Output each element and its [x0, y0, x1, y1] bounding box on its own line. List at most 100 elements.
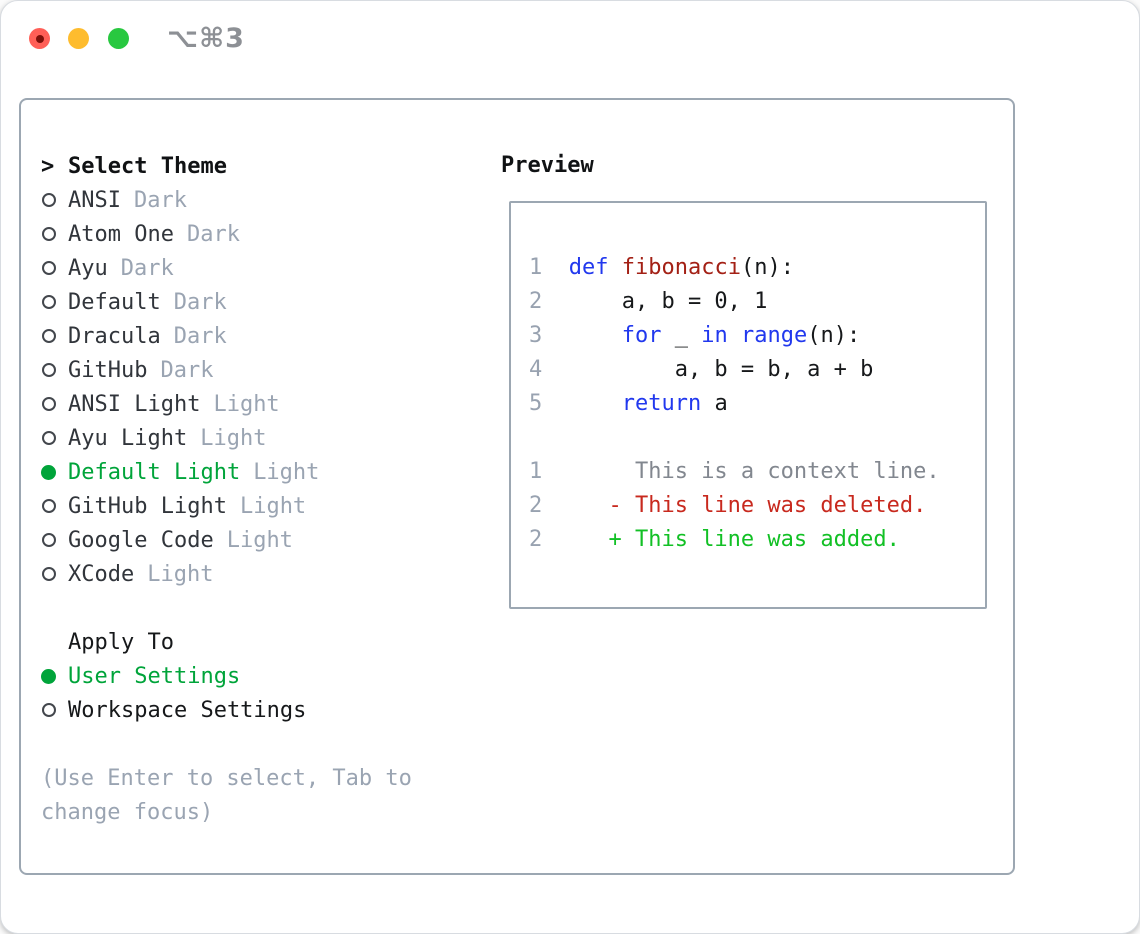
radio-marker: [41, 193, 68, 207]
preview-title: Preview: [501, 153, 594, 178]
help-text: (Use Enter to select, Tab to: [41, 765, 412, 791]
code-segment-kw: def: [568, 255, 609, 280]
code-line: 2 a, b = 0, 1: [529, 285, 985, 319]
code-segment-kw: range: [740, 323, 808, 348]
theme-name: Atom One: [68, 221, 174, 247]
help-text-line: (Use Enter to select, Tab to: [41, 761, 481, 795]
apply-option-label: User Settings: [68, 663, 241, 689]
theme-name: Default Light: [68, 459, 241, 485]
apply-option-label: Workspace Settings: [68, 697, 307, 723]
radio-marker: [41, 227, 68, 241]
code-segment-kw: for: [621, 323, 662, 348]
code-segment-kw: in: [701, 323, 728, 348]
apply-option-user-settings[interactable]: User Settings: [41, 659, 481, 693]
code-segment-plain: [542, 255, 569, 280]
code-segment-plain: a: [701, 391, 728, 416]
theme-option-google-code-light[interactable]: Google Code Light: [41, 523, 481, 557]
code-line: 4 a, b = b, a + b: [529, 353, 985, 387]
theme-variant: Light: [226, 527, 293, 553]
help-text: change focus): [41, 799, 214, 825]
code-line: 3 for _ in range(n):: [529, 319, 985, 353]
radio-icon: [42, 499, 56, 513]
theme-variant: Dark: [133, 187, 187, 213]
spacer: [41, 591, 481, 625]
theme-option-atom-one-dark[interactable]: Atom One Dark: [41, 217, 481, 251]
prompt-icon: >: [41, 153, 55, 179]
code-segment-plain: a, b = 0, 1: [542, 289, 768, 314]
radio-icon: [42, 703, 56, 717]
theme-name: Dracula: [68, 323, 161, 349]
radio-marker: [41, 431, 68, 445]
theme-variant: Dark: [160, 357, 214, 383]
radio-icon: [42, 397, 56, 411]
cursor-marker: >: [41, 154, 68, 179]
code-segment-fn: fibonacci: [621, 255, 741, 280]
theme-name: Default: [68, 289, 161, 315]
theme-option-ayu-dark[interactable]: Ayu Dark: [41, 251, 481, 285]
theme-name: Ayu: [68, 255, 108, 281]
titlebar: ⌥⌘3: [1, 1, 1139, 77]
code-segment-plain: (n):: [740, 255, 794, 280]
line-number: 3: [529, 323, 543, 348]
help-text-line: change focus): [41, 795, 481, 829]
line-number: 2: [529, 527, 543, 552]
code-segment-del: - This line was deleted.: [542, 493, 927, 518]
theme-variant: Dark: [173, 323, 227, 349]
radio-marker: [41, 703, 68, 717]
radio-icon: [42, 193, 56, 207]
radio-marker: [41, 261, 68, 275]
theme-variant: Light: [213, 391, 280, 417]
window-title: ⌥⌘3: [167, 23, 245, 54]
theme-variant: Light: [147, 561, 214, 587]
theme-name: Google Code: [68, 527, 214, 553]
minimize-button[interactable]: [68, 28, 89, 49]
code-segment-plain: [542, 323, 621, 348]
radio-marker: [41, 329, 68, 343]
theme-option-dracula-dark[interactable]: Dracula Dark: [41, 319, 481, 353]
line-number: 2: [529, 289, 543, 314]
close-dot-icon: [35, 34, 44, 43]
radio-selected-icon: [41, 464, 56, 480]
code-segment-kw: return: [621, 391, 702, 416]
theme-name: GitHub: [68, 357, 148, 383]
theme-option-ansi-dark[interactable]: ANSI Dark: [41, 183, 481, 217]
radio-icon: [42, 227, 56, 241]
close-button[interactable]: [29, 28, 50, 49]
theme-name: ANSI: [68, 187, 121, 213]
code-line: 5 return a: [529, 387, 985, 421]
theme-option-github-light-light[interactable]: GitHub Light Light: [41, 489, 481, 523]
apply-option-workspace-settings[interactable]: Workspace Settings: [41, 693, 481, 727]
apply-to-header: Apply To: [41, 625, 481, 659]
line-number: 1: [529, 459, 543, 484]
theme-variant: Light: [239, 493, 307, 519]
radio-marker: [41, 295, 68, 309]
line-number: 5: [529, 391, 543, 416]
code-segment-plain: (n):: [807, 323, 861, 348]
radio-marker: [41, 668, 68, 684]
line-number: 4: [529, 357, 543, 382]
code-segment-add: + This line was added.: [542, 527, 900, 552]
theme-variant: Dark: [120, 255, 174, 281]
theme-option-github-dark[interactable]: GitHub Dark: [41, 353, 481, 387]
radio-icon: [42, 567, 56, 581]
code-segment-plain: _: [661, 323, 702, 348]
radio-marker: [41, 464, 68, 480]
zoom-button[interactable]: [108, 28, 129, 49]
diff-context-line: 1 This is a context line.: [529, 455, 985, 489]
code-segment-ctx: This is a context line.: [542, 459, 940, 484]
theme-name: GitHub Light: [68, 493, 227, 519]
radio-marker: [41, 567, 68, 581]
diff-deleted-line: 2 - This line was deleted.: [529, 489, 985, 523]
theme-variant: Dark: [186, 221, 240, 247]
blank-line: [529, 421, 985, 455]
radio-marker: [41, 363, 68, 377]
theme-name: Ayu Light: [68, 425, 188, 451]
